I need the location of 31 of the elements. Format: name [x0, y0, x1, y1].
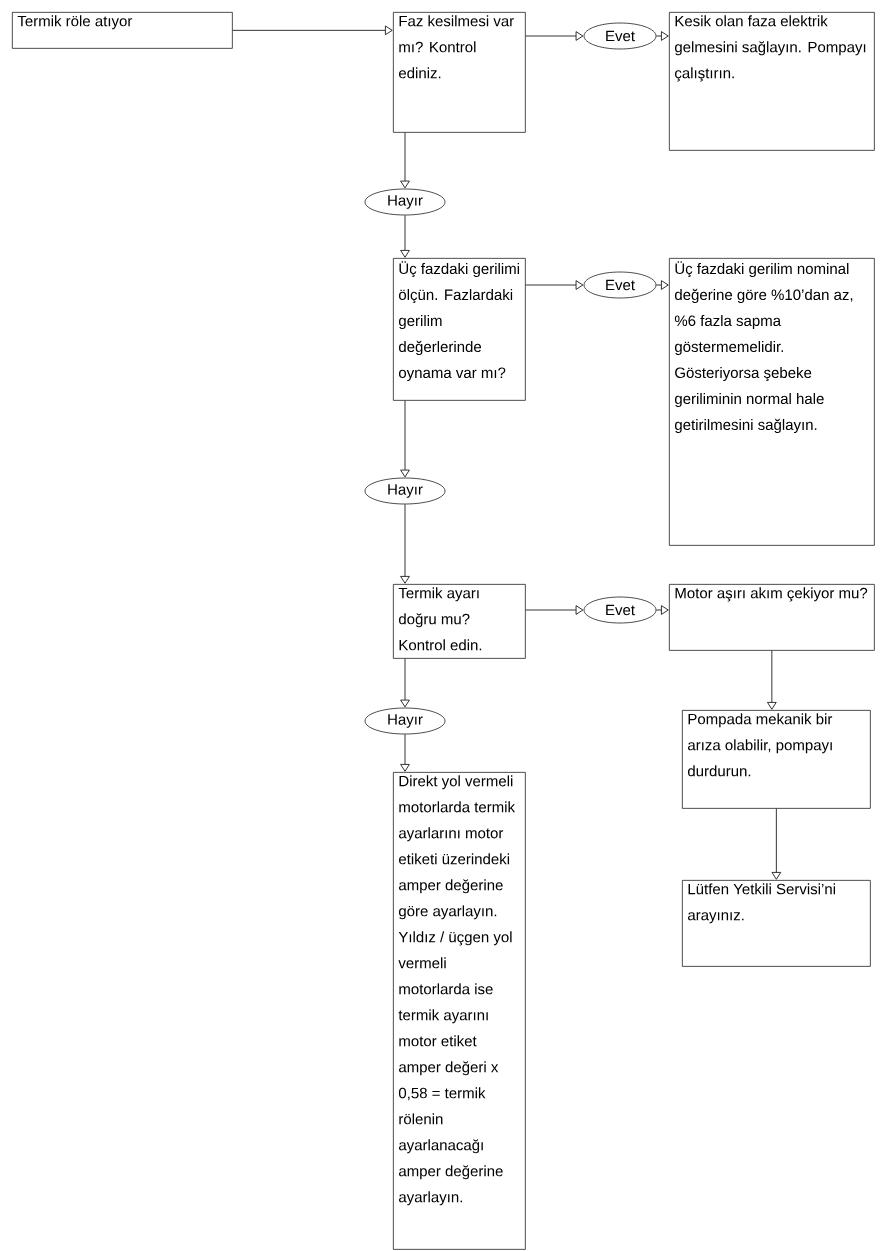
- process-box: Termik ayarı doğru mu? Kontrol edin.: [393, 584, 526, 659]
- decision-oval: Hayır: [364, 188, 446, 216]
- arrow: [655, 280, 669, 290]
- arrow: [525, 605, 584, 615]
- arrow: [655, 605, 669, 615]
- arrow: [400, 658, 410, 708]
- process-box: Faz kesilmesi var mı? Kontrol ediniz.: [393, 12, 526, 133]
- arrow: [525, 31, 584, 41]
- decision-oval: Evet: [583, 596, 657, 624]
- process-box: Üç fazdaki gerilimi ölçün. Fazlardaki gerilim değerlerinde oynama var mı?: [393, 258, 526, 401]
- process-box: Lütfen Yetkili Servisi’ni arayınız.: [682, 880, 871, 967]
- arrow: [400, 214, 410, 258]
- arrow: [525, 280, 584, 290]
- arrow: [400, 132, 410, 189]
- arrow: [232, 25, 393, 36]
- decision-oval: Hayır: [364, 707, 446, 735]
- process-box: Üç fazdaki gerilim nominal değerine göre %10’dan az, %6 fazla sapma göstermemelidir. Gösteriyorsa şebeke geriliminin normal hale getirilmesini sağlayın.: [669, 258, 875, 546]
- arrow: [655, 31, 669, 41]
- decision-oval: Hayır: [364, 477, 446, 505]
- arrow: [400, 733, 410, 772]
- process-box: Motor aşırı akım çekiyor mu?: [669, 584, 875, 651]
- process-box: Pompada mekanik bir arıza olabilir, pompayı durdurun.: [682, 710, 871, 809]
- process-box: Direkt yol vermeli motorlarda termik ayarlarını motor etiketi üzerindeki amper değerine göre ayarlayın. Yıldız / üçgen yol vermeli motorlarda ise termik ayarını motor etiket amper değeri x 0,58 = termik rölenin ayarlanacağı amper değerine ayarlayın.: [393, 772, 526, 1250]
- arrow: [400, 400, 410, 478]
- arrow: [400, 503, 410, 584]
- process-box: Kesik olan faza elektrik gelmesini sağlayın. Pompayı çalıştırın.: [669, 12, 875, 151]
- decision-oval: Evet: [583, 271, 657, 299]
- process-box: Termik röle atıyor: [12, 12, 233, 49]
- arrow: [771, 808, 782, 880]
- arrow: [767, 650, 777, 710]
- decision-oval: Evet: [583, 22, 657, 50]
